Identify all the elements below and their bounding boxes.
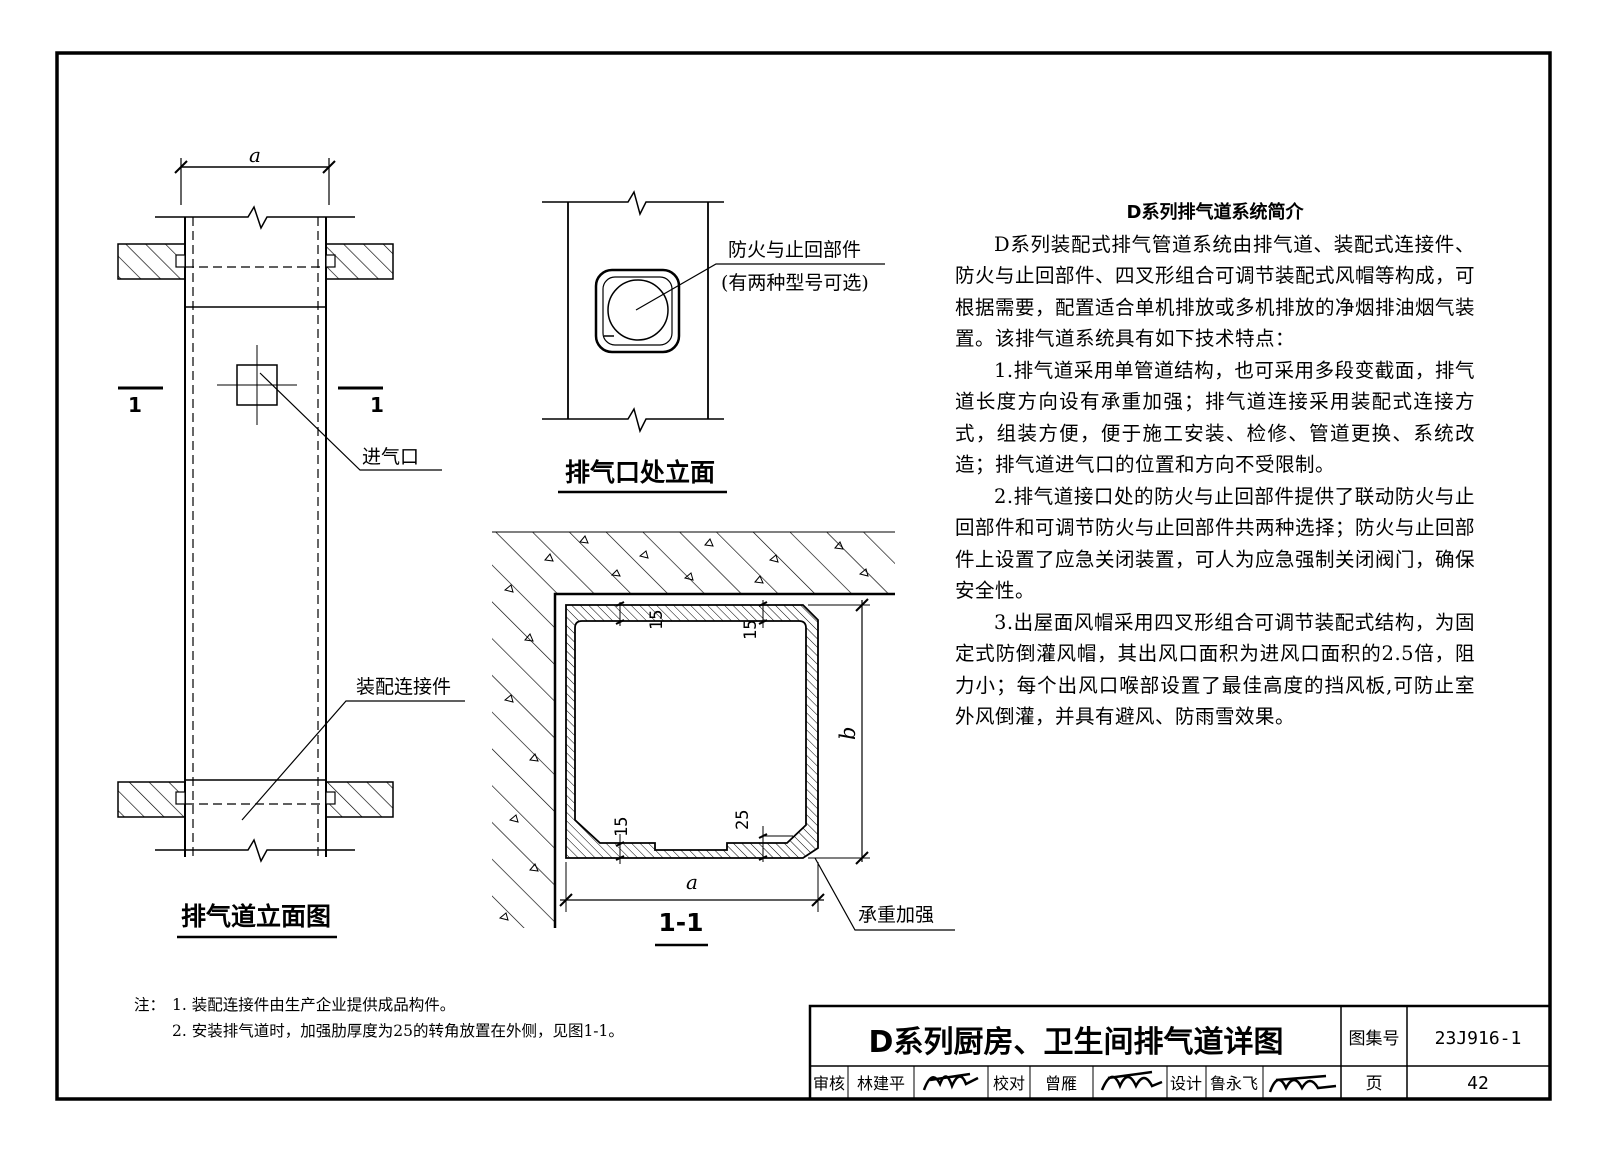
damper-frame xyxy=(594,268,681,354)
page-label: 页 xyxy=(1366,1074,1383,1094)
dim-a-label: a xyxy=(249,143,261,167)
check-name: 曾雁 xyxy=(1045,1074,1077,1093)
section-1-1: 15 15 15 25 b a 承重加强 1-1 xyxy=(492,531,955,947)
check-label: 校对 xyxy=(993,1074,1025,1093)
label-reinforce: 承重加强 xyxy=(858,904,934,926)
intro-paragraph: D系列装配式排气管道系统由排气道、装配式连接件、防火与止回部件、四叉形组合可调节… xyxy=(955,232,1476,351)
title-block: D系列厨房、卫生间排气道详图 图集号 23J916-1 审核 林建平 校对 曾雁… xyxy=(808,1004,1552,1101)
intro-paragraph: 2.排气道接口处的防火与止回部件提供了联动防火与止回部件和可调节防火与止回部件共… xyxy=(955,484,1476,603)
thk-top-right: 15 xyxy=(741,620,761,640)
section-title: 1-1 xyxy=(658,908,703,937)
note-item: 1. 装配连接件由生产企业提供成品构件。 xyxy=(172,996,456,1014)
system-intro: D系列排气道系统简介 D系列装配式排气管道系统由排气道、装配式连接件、防火与止回… xyxy=(955,197,1475,733)
intro-title: D系列排气道系统简介 xyxy=(1126,202,1304,223)
design-signature xyxy=(1268,1074,1337,1093)
section-mark-left: 1 xyxy=(128,393,142,417)
elevation-title: 排气道立面图 xyxy=(181,902,331,931)
thk-bottom-left: 15 xyxy=(612,817,632,837)
intro-paragraph: 3.出屋面风帽采用四叉形组合可调节装配式结构，为固定式防倒灌风帽，其出风口面积为… xyxy=(955,610,1475,729)
note-item: 2. 安装排气道时，加强肋厚度为25的转角放置在外侧，见图1-1。 xyxy=(172,1022,624,1040)
drawing-title: D系列厨房、卫生间排气道详图 xyxy=(869,1025,1284,1060)
sheet-border xyxy=(55,51,1552,1101)
label-fire-damper-note: (有两种型号可选) xyxy=(721,272,869,294)
atlas-label: 图集号 xyxy=(1349,1029,1400,1049)
dim-a-section: a xyxy=(686,870,698,894)
duct-elevation: a 1 1 进气口 装 xyxy=(117,143,465,939)
concrete-wall xyxy=(492,532,895,928)
outlet-elevation: 防火与止回部件 (有两种型号可选) 排气口处立面 xyxy=(542,190,885,494)
label-inlet: 进气口 xyxy=(362,446,419,468)
intro-paragraph: 1.排气道采用单管道结构，也可采用多段变截面，排气道长度方向设有承重加强；排气道… xyxy=(955,358,1475,477)
design-name: 鲁永飞 xyxy=(1210,1074,1258,1093)
section-mark-right: 1 xyxy=(370,393,384,417)
thk-bottom-right: 25 xyxy=(733,810,753,830)
atlas-number: 23J916-1 xyxy=(1435,1028,1522,1049)
check-signature xyxy=(1100,1070,1163,1091)
review-signature xyxy=(922,1072,979,1091)
damper-circle xyxy=(607,279,669,341)
notes: 注： 1. 装配连接件由生产企业提供成品构件。 2. 安装排气道时，加强肋厚度为2… xyxy=(134,992,624,1044)
review-label: 审核 xyxy=(813,1074,845,1093)
label-connector: 装配连接件 xyxy=(356,676,451,698)
review-name: 林建平 xyxy=(857,1074,905,1093)
page-number: 42 xyxy=(1467,1073,1489,1094)
dim-b-label: b xyxy=(836,727,860,740)
outlet-title: 排气口处立面 xyxy=(565,458,715,487)
design-label: 设计 xyxy=(1170,1074,1202,1093)
duct-shell xyxy=(565,604,819,859)
notes-head: 注： xyxy=(134,996,166,1014)
thk-top-left: 15 xyxy=(647,610,667,630)
label-fire-damper: 防火与止回部件 xyxy=(728,239,861,261)
